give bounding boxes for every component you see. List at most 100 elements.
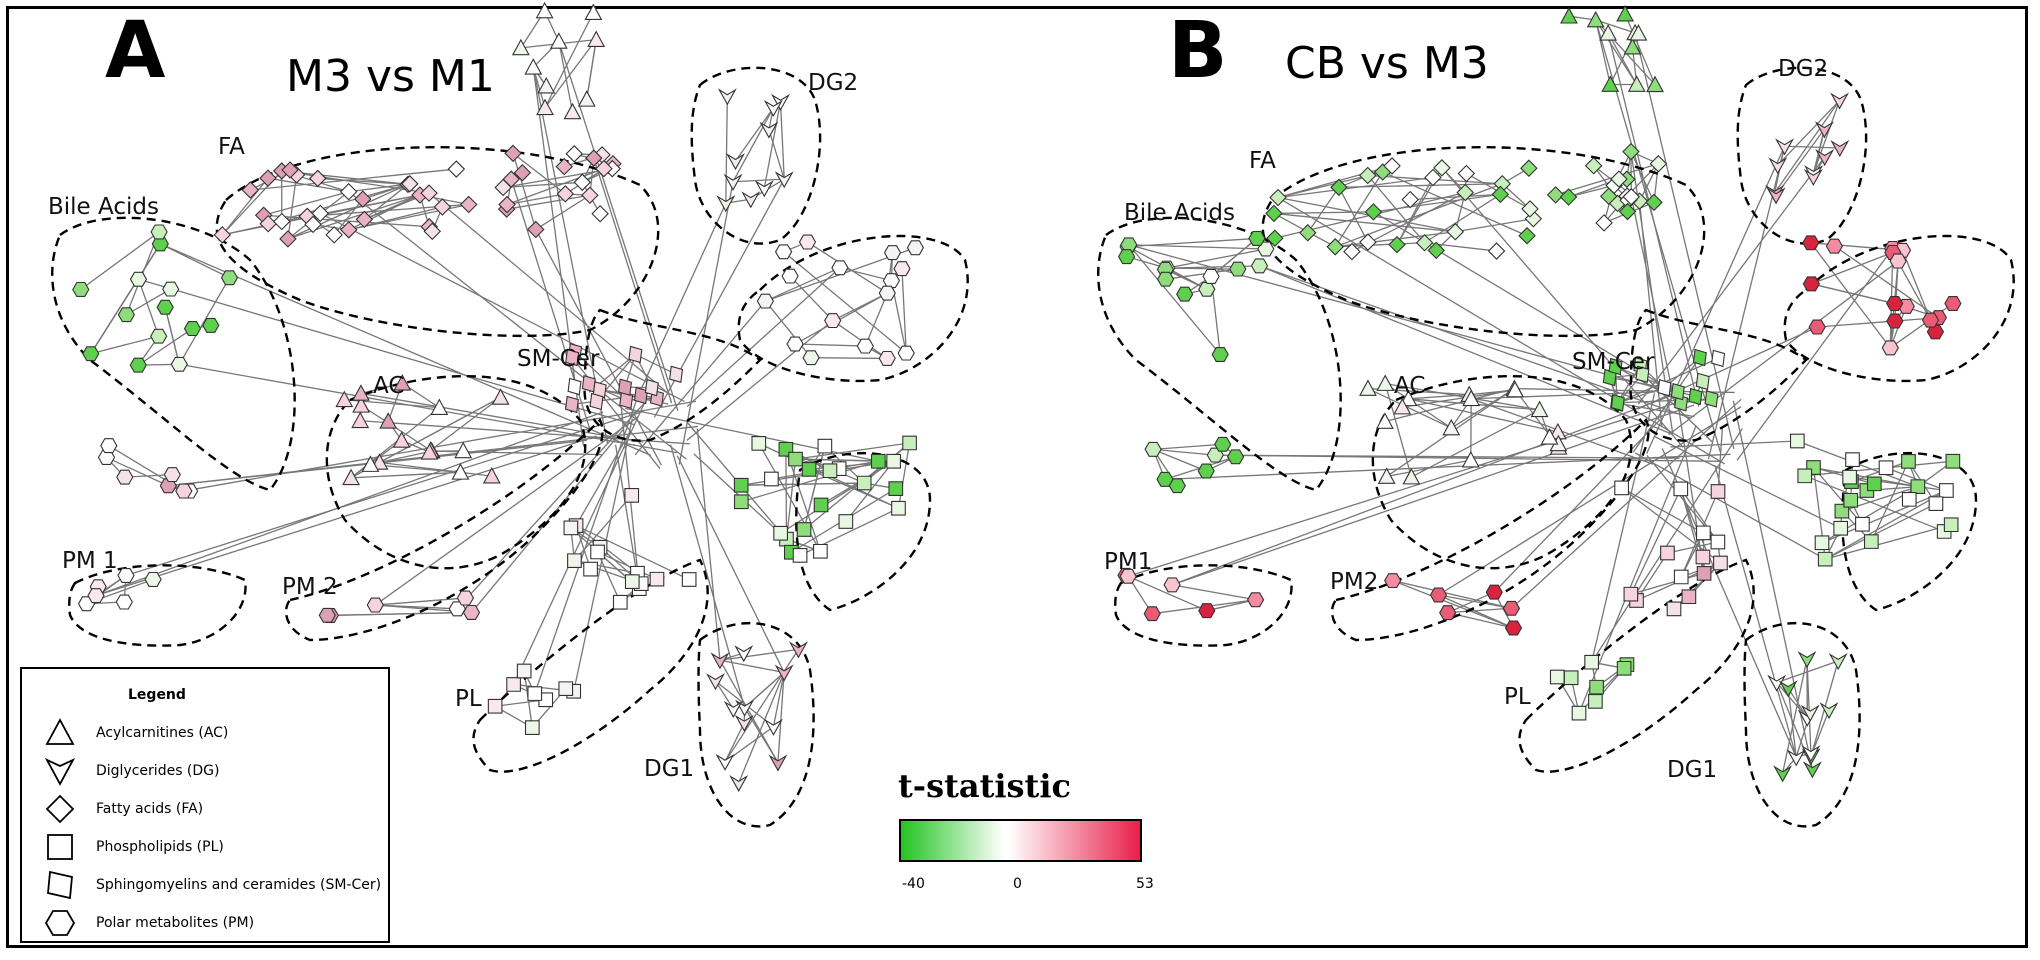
network-edge (327, 611, 472, 616)
network-node (585, 149, 603, 167)
network-edge (732, 107, 774, 183)
network-node (1830, 140, 1850, 158)
network-node (726, 153, 745, 171)
network-node (1901, 453, 1916, 469)
network-node (170, 356, 188, 372)
network-node (1156, 471, 1174, 487)
network-edge (160, 243, 652, 456)
network-node (1359, 233, 1377, 251)
region-outline (1331, 417, 1650, 642)
network-edge (1259, 265, 1691, 419)
network-node (1618, 202, 1637, 221)
network-node (342, 468, 360, 486)
network-node (1814, 535, 1830, 551)
network-node (433, 198, 452, 216)
network-node (1622, 142, 1640, 161)
network-node (72, 281, 90, 297)
network-node (1814, 121, 1834, 139)
network-edge (1447, 591, 1495, 614)
network-node (1359, 379, 1377, 396)
network-edge (1171, 584, 1256, 601)
network-node (504, 144, 522, 163)
network-edge (178, 277, 231, 365)
legend-item-phospholipids: Phospholipids (PL) (42, 829, 224, 865)
network-edge (1736, 248, 1894, 461)
network-edge (535, 194, 591, 231)
network-node (870, 453, 886, 469)
region-outline (690, 66, 822, 245)
network-node (558, 681, 574, 697)
region-outline (737, 234, 969, 383)
region-label-pm1-a: PM 1 (62, 548, 118, 574)
network-edge (1595, 19, 1636, 34)
region-outline (285, 417, 604, 642)
network-node (886, 453, 902, 469)
network-edge (832, 320, 888, 359)
region-label-dg2-b: DG2 (1778, 56, 1829, 82)
network-node (524, 58, 543, 75)
network-edge (1776, 660, 1839, 684)
network-edge (635, 353, 677, 375)
network-edge (789, 275, 834, 322)
network-node (1910, 479, 1926, 495)
network-node (304, 215, 322, 234)
network-node (1375, 412, 1394, 429)
network-edge (1885, 467, 1947, 492)
network-edge (1166, 248, 1266, 269)
network-node (281, 161, 299, 179)
network-node (1595, 214, 1613, 232)
network-edge (1501, 183, 1531, 210)
network-edge (696, 428, 721, 661)
network-node (1657, 379, 1672, 397)
network-edge (1384, 388, 1515, 423)
colorbar-max-label: 53 (1136, 876, 1154, 892)
network-node (612, 594, 628, 610)
network-node (156, 299, 174, 315)
network-edge (558, 41, 679, 411)
network-node (584, 3, 603, 21)
network-edge (319, 212, 685, 403)
network-node (1688, 387, 1703, 406)
network-edge (1810, 242, 1891, 349)
network-edge (1277, 176, 1434, 199)
network-node (1802, 276, 1821, 292)
network-edge (777, 672, 785, 763)
network-edge (513, 399, 647, 685)
region-label-bile-acids-b: Bile Acids (1124, 200, 1235, 226)
network-edge (1590, 393, 1656, 663)
network-node (802, 350, 820, 366)
network-node (856, 338, 874, 354)
network-node (527, 686, 543, 701)
network-node (1229, 261, 1247, 277)
network-node (1266, 229, 1284, 248)
network-node (1601, 75, 1620, 92)
network-node (1629, 24, 1648, 41)
network-edge (1382, 171, 1528, 237)
network-edge (772, 672, 785, 727)
network-node (1886, 313, 1904, 329)
network-edge (593, 157, 673, 404)
network-edge (1171, 404, 1695, 586)
network-edge (535, 229, 662, 466)
network-node (1299, 223, 1317, 242)
network-node (513, 163, 532, 182)
network-node (1485, 584, 1503, 600)
network-node (482, 466, 501, 484)
network-node (1457, 164, 1476, 183)
network-edge (795, 343, 866, 347)
network-node (1446, 222, 1465, 241)
network-node (1710, 534, 1726, 550)
network-node (241, 181, 260, 199)
network-node (1364, 203, 1383, 221)
network-node (87, 588, 105, 604)
network-node (1429, 587, 1448, 603)
network-node (838, 514, 854, 529)
network-edge (614, 444, 640, 589)
network-edge (1776, 682, 1808, 719)
network-node (1928, 496, 1944, 512)
network-node (1265, 204, 1283, 223)
network-edge (1206, 599, 1256, 612)
network-node (1424, 168, 1442, 187)
network-node (888, 481, 904, 496)
